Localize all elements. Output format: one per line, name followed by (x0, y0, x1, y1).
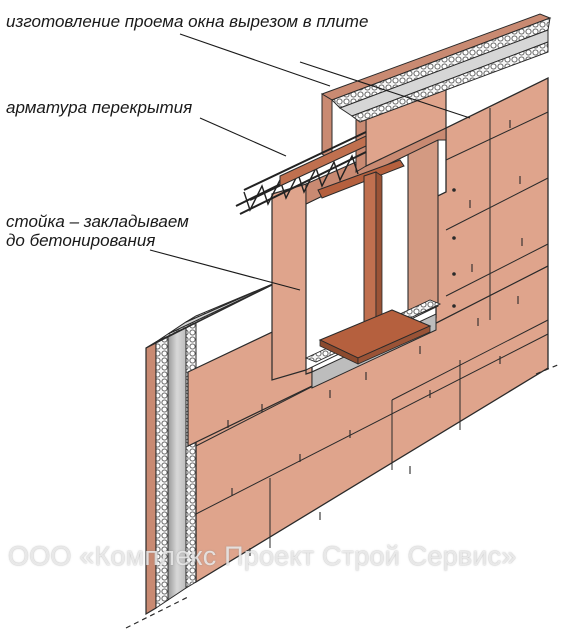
edge-dot (452, 188, 456, 192)
base-dashed-line (125, 595, 191, 629)
label-floor-rebar: арматура перекрытия (6, 98, 193, 117)
label-window-opening: изготовление проема окна вырезом в плите (6, 12, 369, 31)
opening-right-reveal (407, 139, 439, 319)
upper-wall-section (320, 13, 552, 173)
company-watermark: ООО «Комплекс Проект Строй Сервис» (8, 541, 517, 571)
post-shaft (363, 171, 377, 333)
right-base-dashed-line (535, 363, 561, 375)
upper-cap-inner-insulation (350, 41, 549, 123)
joint-line (391, 319, 549, 401)
edge-dot (452, 272, 456, 276)
rebar-bar (239, 151, 367, 215)
post-shaft-side (375, 171, 383, 329)
label-post-line1: стойка – закладываем (6, 212, 189, 231)
post-base-plate-edge (357, 325, 431, 365)
opening-left-reveal (271, 183, 307, 381)
label-embedded-post: стойка – закладываем до бетонирования (6, 212, 189, 250)
leader-line-rebar (199, 117, 287, 157)
left-edge-outer-board (145, 340, 157, 616)
joint-line (195, 333, 549, 515)
right-edge-dots (452, 188, 456, 308)
rebar-support-beam (279, 135, 367, 187)
leader-line-opening (179, 33, 331, 87)
leader-line-post (149, 249, 301, 291)
callout-leaders (149, 33, 471, 291)
edge-dot (452, 304, 456, 308)
joint-line (445, 111, 549, 161)
rebar-truss (235, 131, 367, 215)
rebar-bar (243, 131, 367, 191)
joint-line (445, 243, 549, 297)
embedded-post (317, 159, 432, 365)
label-post-line2: до бетонирования (6, 231, 156, 250)
rebar-zigzag (243, 154, 359, 212)
joint-line (445, 177, 549, 231)
left-wall-cap (145, 269, 307, 349)
post-top-plate (317, 159, 405, 199)
edge-dot (452, 236, 456, 240)
fastener-ticks (227, 120, 523, 556)
leader-line-opening-2 (299, 61, 471, 119)
